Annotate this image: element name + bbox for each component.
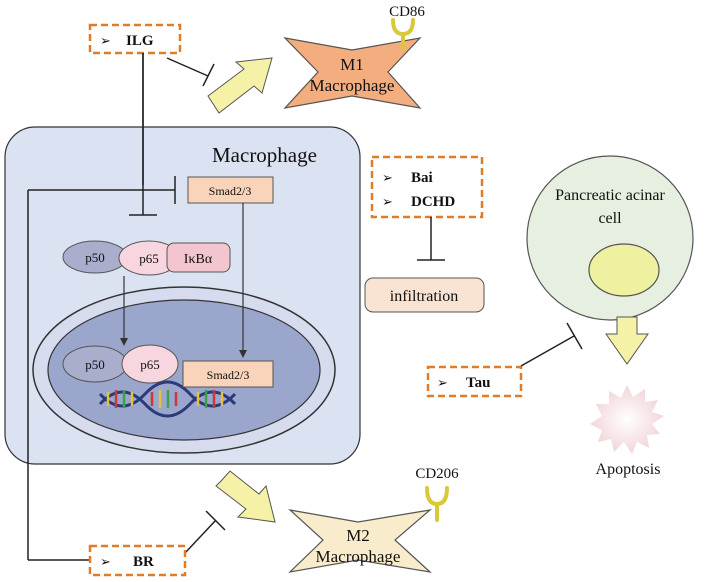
acinar-label-line2: cell [598,210,622,227]
smad-cytoplasm-box [187,176,274,204]
acinar-label-line1: Pancreatic acinar [555,187,665,204]
m2-label-line1: M2 [346,526,370,545]
br-inhibition-lines [27,176,226,561]
macrophage-label: Macrophage [212,143,317,167]
cd206-label: CD206 [415,466,459,482]
p50-nucleus-label: p50 [85,357,105,372]
m2-macrophage-shape [288,509,433,573]
dna-helix [98,380,237,418]
m1-label-line2: Macrophage [310,76,395,95]
infiltration-label: infiltration [390,288,458,305]
br-box [88,544,187,577]
br-label: BR [133,554,154,570]
acinar-cell [526,155,694,321]
cd206-receptor-icon [425,486,449,522]
apoptosis-label: Apoptosis [596,461,661,478]
tau-label: Tau [466,375,490,391]
m2-arrow [215,470,276,523]
p65-nucleus [121,344,179,384]
tau-box [426,365,523,398]
bai-bullet-icon: ➢ [382,170,393,185]
p65-nucleus-label: p65 [140,357,160,372]
m2-label-line2: Macrophage [316,547,401,566]
br-bullet-icon: ➢ [100,554,111,569]
ilg-box [88,23,182,55]
ilg-inhibition-lines [129,53,215,216]
bai-label: Bai [411,170,433,186]
ikba-label: IκBα [184,252,213,267]
bai-dchd-inhibition [417,217,445,261]
acinar-nucleus [588,243,660,297]
ilg-label: ILG [126,33,154,49]
smad-nucleus-label: Smad2/3 [207,368,250,382]
cd86-label: CD86 [389,4,425,20]
apoptosis-arrow [605,316,649,365]
ilg-bullet-icon: ➢ [100,33,111,48]
tau-inhibition [520,322,583,367]
bai-dchd-box [370,155,484,219]
tau-bullet-icon: ➢ [437,375,448,390]
infiltration-box [364,277,485,313]
cd86-receptor-icon [391,18,415,51]
m1-macrophage-shape [283,37,422,109]
m1-label-line1: M1 [340,55,364,74]
smad-cytoplasm-label: Smad2/3 [209,184,252,198]
smad-nucleus-box [182,360,274,388]
p50-cytoplasm-label: p50 [85,250,105,265]
apoptosis-burst-icon [590,385,664,454]
translocation-arrows [120,203,247,358]
ikba-box [166,242,231,273]
dchd-label: DCHD [411,194,455,210]
dchd-bullet-icon: ➢ [382,194,393,209]
m1-arrow [207,57,273,114]
p65-cytoplasm-label: p65 [139,251,159,266]
